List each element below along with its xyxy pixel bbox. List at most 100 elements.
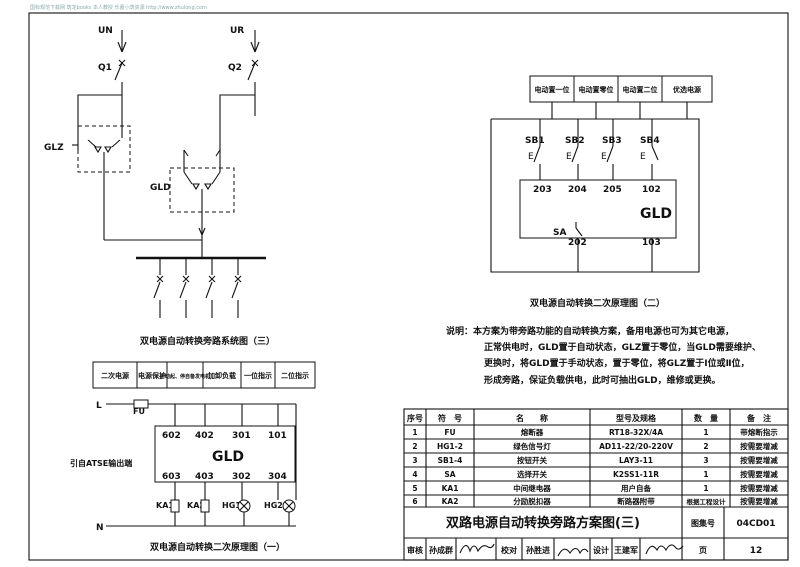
system-diagram-three: UN UR Q1 Q2 GLZ GLD [44,26,275,347]
label-un: UN [98,26,113,36]
review-label: 审核 [407,545,423,555]
note-label: 说明： [446,327,474,337]
terminal-202: 202 [568,238,587,248]
cell-qty: 1 [703,428,708,437]
cell-no: 4 [412,470,417,479]
label-sb2: SB2 [565,136,585,146]
explanation-note: 说明：本方案为带旁路功能的自动转换方案，备用电源也可为其它电源， 正常供电时，G… [446,324,786,389]
caption-secondary-two: 双电源自动转换二次原理图（二） [530,297,665,309]
cell-symbol: SB1-4 [438,456,463,465]
col-model: 型号及规格 [616,413,657,423]
label-ka1: KA1 [156,501,174,510]
cell-no: 5 [412,484,417,493]
label-glz: GLZ [44,143,64,153]
terminal-402: 402 [195,431,214,441]
svg-text:E: E [528,152,534,162]
cell-remark: 带熔断指示 [740,427,778,437]
atlas-label: 图集号 [691,518,715,528]
label-hg2: HG2 [264,501,283,510]
cell-symbol: FU [444,428,455,437]
cell-qty: 根据工程设计 [687,497,727,506]
header-power-protection: 电源保护 [138,371,166,380]
cell-qty: 3 [703,456,708,465]
terminal-302: 302 [232,472,251,482]
col-qty: 数 量 [694,413,718,423]
reviewer-signature [459,543,495,554]
label-sa: SA [553,228,566,238]
gld-box-one [154,425,296,483]
col-name: 名 称 [516,413,548,423]
cell-no: 3 [412,456,417,465]
terminal-301: 301 [232,431,251,441]
label-ka2: KA2 [187,501,205,510]
page-label: 页 [699,546,707,555]
header-secondary-power: 二次电源 [101,371,129,380]
designer-name: 王建军 [614,545,638,555]
caption-secondary-one: 双电源自动转换二次原理图（一） [150,541,285,553]
terminal-403: 403 [195,472,214,482]
cell-remark: 按需要增减 [740,469,778,479]
cell-model: RT18-32X/4A [609,428,663,437]
atlas-number: 04CD01 [736,519,775,529]
design-label: 设计 [593,545,609,555]
header-position-zero: 电动置零位 [579,85,614,94]
cell-no: 2 [412,442,417,451]
col-symbol: 符 号 [438,413,462,423]
header-indicator-two: 二位指示 [281,371,309,380]
cell-symbol: KA1 [442,484,459,493]
label-fu: FU [133,407,145,416]
cell-name: 熔断器 [521,427,544,437]
header-position-two: 电动置二位 [623,85,658,94]
cell-model: 用户自备 [621,483,651,493]
gld-box-two [519,179,677,239]
cell-qty: 1 [703,470,708,479]
terminal-101: 101 [268,431,287,441]
check-label: 校对 [501,545,517,555]
terminal-102: 102 [642,185,661,195]
header-load-shedding: 加卸负载 [207,371,236,380]
label-hg1: HG1 [222,501,241,510]
header-preferred-source: 优选电源 [673,85,701,94]
svg-text:E: E [601,152,607,162]
cell-model: 断路器附带 [617,496,655,506]
note-line-2: 正常供电时，GLD置于自动状态，GLZ置于零位，当GLD需要维护、 [484,343,761,354]
cell-symbol: KA2 [442,497,459,506]
title-block: 双路电源自动转换旁路方案图(三) 图集号 04CD01 审核 孙成群 校对 孙胜… [407,515,776,557]
cell-remark: 按需要增减 [740,496,778,506]
parts-table: 序号 符 号 名 称 型号及规格 数 量 备 注 [403,408,789,561]
terminal-204: 204 [568,185,587,195]
watermark: 国标规范下载网 筑龙books 本人教授 乐蕾小筑资源 http://www.z… [30,5,207,11]
label-gld-system: GLD [150,183,171,193]
cell-no: 1 [412,428,417,437]
cell-qty: 2 [703,442,708,451]
cell-remark: 按需要增减 [740,483,778,493]
cell-name: 中间继电器 [513,483,551,493]
cell-model: LAY3-11 [619,456,653,465]
cell-model: AD11-22/20-220V [599,442,673,451]
cell-remark: 按需要增减 [740,455,778,465]
label-sb4: SB4 [640,136,660,146]
drawing-title: 双路电源自动转换旁路方案图(三) [446,515,640,531]
checker-signature [557,547,589,557]
atse-note: 引自ATSE输出端 [70,458,132,468]
terminal-304: 304 [268,472,287,482]
label-l: L [96,401,102,411]
header-indicator-one: 一位指示 [244,371,272,380]
cell-symbol: SA [444,470,455,479]
page-number: 12 [750,546,763,556]
header-generator: 自动起、停自备发电机 [160,373,210,380]
label-q1: Q1 [98,63,112,73]
cell-remark: 按需要增减 [740,441,778,451]
terminal-603: 603 [162,472,181,482]
relay-ka1 [170,499,180,513]
label-n: N [96,523,104,533]
label-ur: UR [230,26,244,36]
label-gld-two: GLD [640,206,672,222]
label-gld-one: GLD [212,449,244,465]
cell-no: 6 [412,497,417,506]
cell-symbol: HG1-2 [437,442,463,451]
secondary-diagram-one: 二次电源 电源保护 自动起、停自备发电机 加卸负载 一位指示 二位指示 L FU… [70,361,316,553]
secondary-diagram-two: 电动置一位 电动置零位 电动置二位 优选电源 SB1 SB2 SB3 SB4 E… [490,75,713,309]
